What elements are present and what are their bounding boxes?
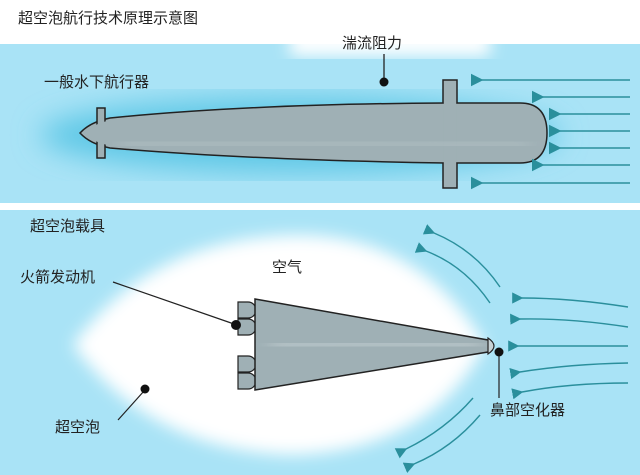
engine-pointer	[112, 281, 235, 325]
bubble-pointer	[117, 390, 145, 421]
flow-arrows-bottom	[394, 224, 629, 473]
diagram-title: 超空泡航行技术原理示意图	[18, 9, 199, 27]
supercavity-label: 超空泡	[55, 418, 101, 436]
nose-cavitator-label: 鼻部空化器	[490, 401, 566, 419]
supercavitating-vehicle-label: 超空泡载具	[30, 217, 106, 235]
rocket-engine-label: 火箭发动机	[20, 268, 96, 286]
flow-arrows-top	[470, 73, 630, 190]
nose-cavitator	[487, 336, 495, 356]
conventional-vehicle-label: 一般水下航行器	[44, 73, 150, 91]
turbulent-drag-label: 湍流阻力	[342, 34, 403, 52]
air-label: 空气	[272, 258, 303, 276]
